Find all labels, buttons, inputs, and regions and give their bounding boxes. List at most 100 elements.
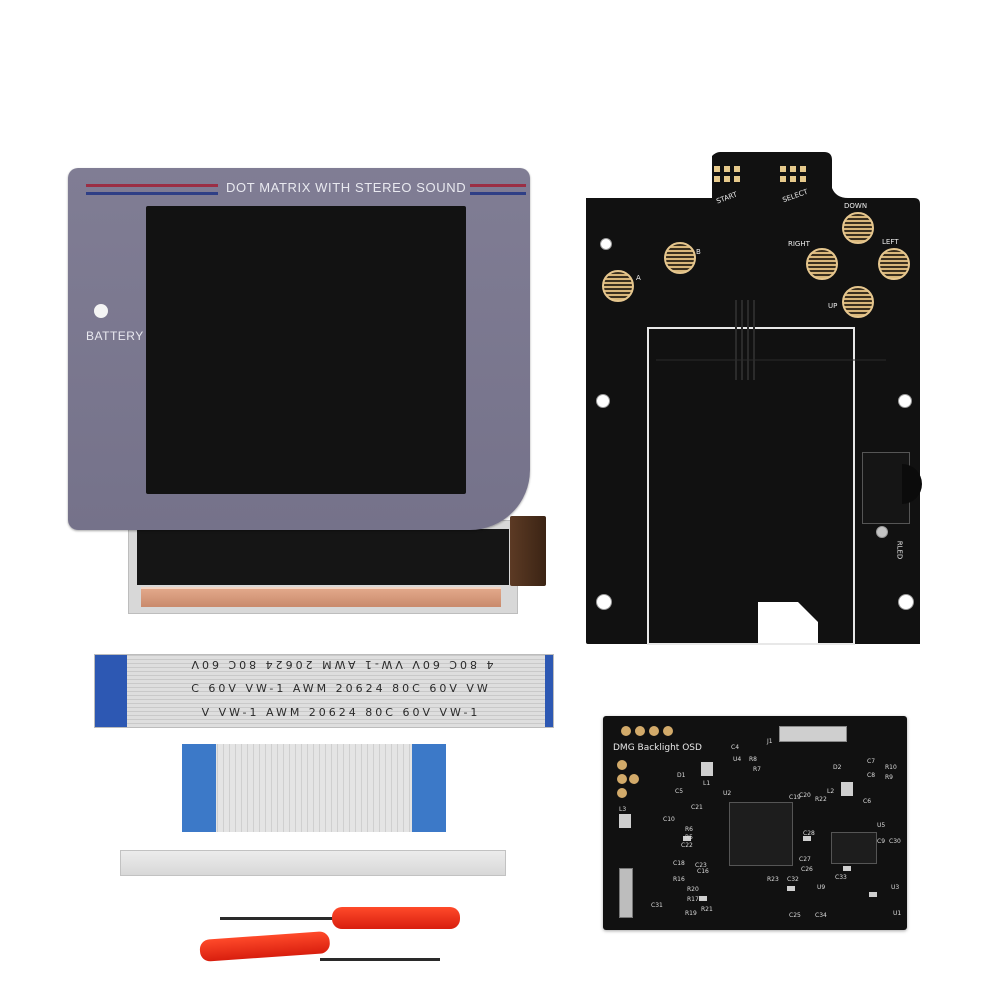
ref-c7: C7 [867,758,876,765]
ref-c23: C23 [695,862,707,869]
led-pad [876,526,888,538]
ref-c21: C21 [691,804,703,811]
select-pad [790,176,796,182]
ref-c9: C9 [877,838,886,845]
lcd-panel [128,520,518,614]
screwdriver-2-handle [199,930,331,962]
smd-part [701,762,713,776]
ref-l1: L1 [703,780,711,787]
osd-main-chip [729,802,793,866]
ref-c26: C26 [801,866,813,873]
ref-r8: R8 [749,756,757,763]
mounting-hole [600,238,612,250]
switch-wheel [902,464,922,504]
lens-title: DOT MATRIX WITH STEREO SOUND [226,180,467,195]
ref-u1: U1 [893,910,902,917]
osd-pad [649,726,659,736]
osd-pad [635,726,645,736]
start-pad [714,166,720,172]
ref-c6: C6 [863,798,872,805]
dpad-right-contact [806,248,838,280]
smd-part [683,836,691,841]
ribbon-cable-short [182,744,446,832]
osd-top-connector [779,726,847,742]
label-down: DOWN [844,202,868,210]
ref-r5: R5 [685,834,693,841]
smd-part [619,814,631,828]
ref-c30: C30 [889,838,901,845]
ref-c32: C32 [787,876,799,883]
mounting-hole [596,594,612,610]
smd-part [787,886,795,891]
smd-part [843,866,851,871]
screwdriver-1-shaft [220,917,340,920]
osd-secondary-chip [831,832,877,864]
osd-pad [617,760,627,770]
ref-c34: C34 [815,912,827,919]
ref-c20: C20 [799,792,811,799]
ref-u9: U9 [817,884,826,891]
ref-r7: R7 [753,766,761,773]
label-b: B [696,248,701,256]
a-button-contact [602,270,634,302]
ref-u5: U5 [877,822,886,829]
select-pad [780,176,786,182]
button-pcb: START SELECT DOWN LEFT RIGHT UP B A RLED [586,150,922,648]
dpad-down-contact [842,212,874,244]
osd-pad [663,726,673,736]
ref-l2: L2 [827,788,835,795]
lcd-flex-tab [510,516,546,586]
lens-stripe-blue-right [470,192,526,195]
ref-c25: C25 [789,912,801,919]
ref-l3: L3 [619,806,627,813]
battery-label: BATTERY [86,329,144,343]
start-pad [734,166,740,172]
ribbon-cable-long: 4 80C 60V VW-1 AWM 20624 80C 60V C 60V V… [94,654,554,728]
ribbon-tip-right [412,744,446,832]
ref-r20: R20 [687,886,699,893]
battery-indicator [94,304,108,318]
b-button-contact [664,242,696,274]
start-pad [734,176,740,182]
ribbon-tip-right [545,655,553,727]
adhesive-strip [120,850,506,876]
ref-c28: C28 [803,830,815,837]
ref-u3: U3 [891,884,900,891]
lens-stripe-red-left [86,184,218,187]
select-pad [780,166,786,172]
select-pad [800,166,806,172]
lens-stripe-red-right [470,184,526,187]
lcd-glass [137,529,509,585]
ref-c33: C33 [835,874,847,881]
ref-c22: C22 [681,842,693,849]
label-a: A [636,274,641,282]
ref-c4: C4 [731,744,740,751]
osd-side-connector [619,868,633,918]
label-rled: RLED [895,540,904,560]
dpad-up-contact [842,286,874,318]
ref-c10: C10 [663,816,675,823]
ref-r10: R10 [885,764,897,771]
osd-pad [617,788,627,798]
start-pad [724,176,730,182]
select-pad [790,166,796,172]
ribbon-print-row: V VW-1 AWM 20624 80C 60V VW-1 [201,706,481,719]
ref-r6: R6 [685,826,693,833]
ref-j1: J1 [767,738,773,745]
osd-pad [621,726,631,736]
ribbon-print-row: C 60V VW-1 AWM 20624 80C 60V VW [191,682,491,695]
screwdriver-1-handle [332,907,460,929]
ref-r16: R16 [673,876,685,883]
osd-pad [617,774,627,784]
label-right: RIGHT [788,240,810,248]
ref-c27: C27 [799,856,811,863]
osd-pad [629,774,639,784]
ref-c19: C19 [789,794,801,801]
osd-board: DMG Backlight OSD C4 U4 J1 D1 R8 R7 D2 C… [603,716,907,930]
ref-u2: U2 [723,790,732,797]
dpad-left-contact [878,248,910,280]
ribbon-print-row: 4 80C 60V VW-1 AWM 20624 80C 60V [188,658,494,671]
ref-r22: R22 [815,796,827,803]
screwdriver-2-shaft [320,958,440,961]
ref-c18: C18 [673,860,685,867]
